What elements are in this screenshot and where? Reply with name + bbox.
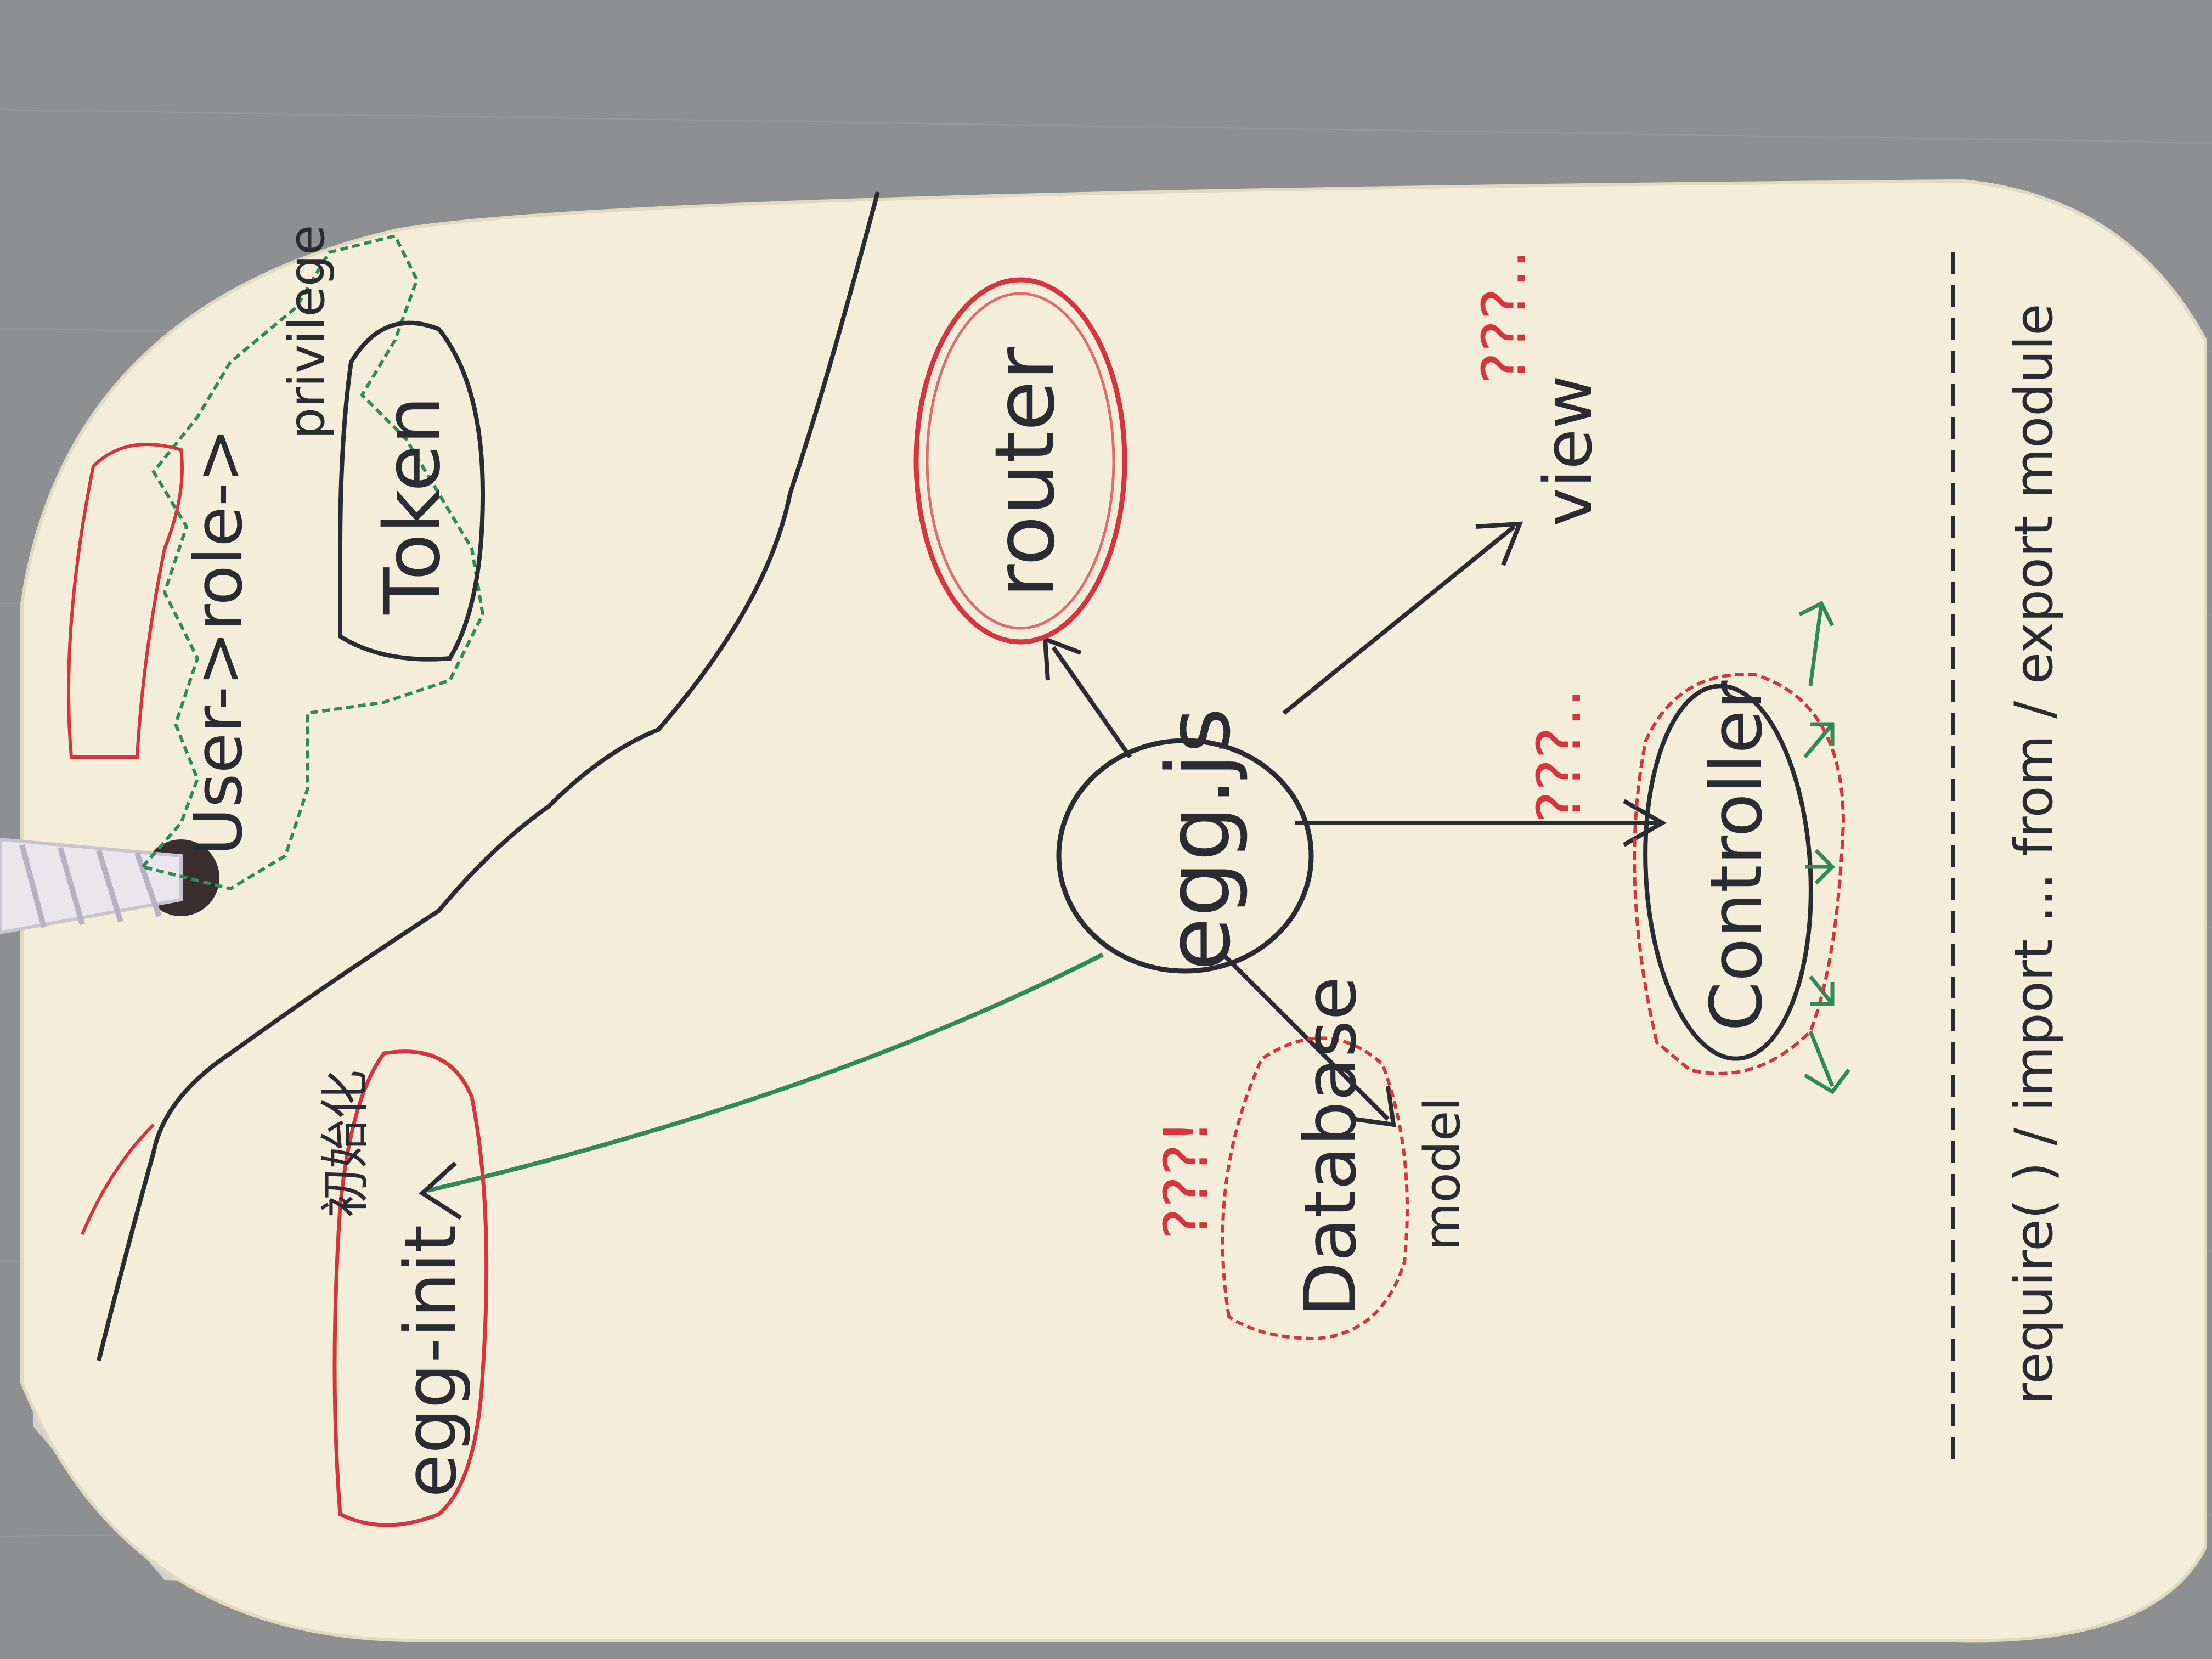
tag-string (0, 837, 183, 935)
arrow-to-view (1282, 524, 1516, 715)
arrow-to-router (1051, 646, 1132, 759)
view-node: view ???.. (1469, 250, 1607, 527)
center-circle (1056, 738, 1314, 974)
arrowhead-controller (1623, 799, 1667, 847)
controller-node: Controller ???.. (1524, 601, 1850, 1094)
red-scribble (67, 443, 184, 759)
arrow-to-egg-init (427, 952, 1104, 1193)
egg-init-label: egg-init (389, 1224, 472, 1498)
view-label: view (1531, 375, 1607, 527)
token-loop (338, 320, 486, 662)
controller-green-arrows (1798, 601, 1850, 1094)
green-scribble-outline (139, 234, 485, 891)
database-marks: ???! (1151, 1120, 1221, 1240)
token-text: Token (368, 396, 458, 615)
footer: require( ) / import ... from / export mo… (1951, 252, 2064, 1470)
database-sub-label: model (1414, 1097, 1471, 1251)
controller-marks: ???.. (1524, 689, 1594, 823)
router-label: router (978, 347, 1073, 598)
wavy-divider (97, 191, 880, 1361)
user-chain-text: User->role-> (181, 427, 257, 856)
small-red-tick (81, 1123, 155, 1235)
center-hub: egg.js (1056, 708, 1314, 974)
arrow-to-database (1222, 953, 1390, 1121)
router-circle-inner (926, 292, 1115, 630)
egg-init-node: egg-init 初始化 (317, 1049, 489, 1527)
database-node: Database model ???! (1151, 977, 1471, 1341)
footer-text: require( ) / import ... from / export mo… (2004, 303, 2064, 1404)
privilege-text: privilege (278, 225, 336, 439)
arrowhead-database (1355, 1086, 1396, 1127)
string-twist (19, 844, 162, 928)
router-circle (913, 277, 1127, 645)
controller-label: Controller (1695, 680, 1778, 1031)
router-node: router (913, 277, 1127, 645)
center-label: egg.js (1147, 708, 1250, 971)
egg-init-note: 初始化 (317, 1070, 374, 1218)
auth-group: User->role-> privilege Token (67, 225, 486, 891)
view-marks: ???.. (1469, 250, 1539, 384)
egg-init-outline (332, 1049, 489, 1527)
database-label: Database (1289, 977, 1372, 1317)
arrows (419, 521, 1667, 1220)
arrowhead-egg-init (419, 1161, 462, 1220)
card (20, 179, 2207, 1643)
arrowhead-view (1475, 521, 1523, 566)
